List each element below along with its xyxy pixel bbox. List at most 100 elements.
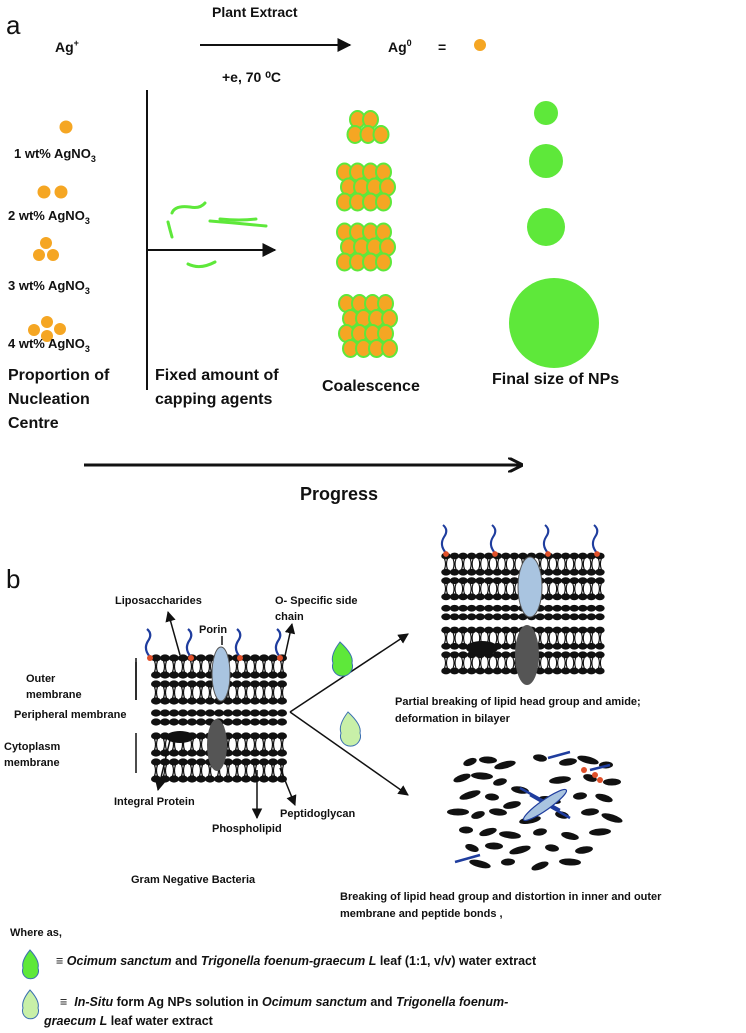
ag-zero-particle-icon — [474, 39, 486, 51]
lipid-tail — [189, 764, 195, 777]
lipid-fragment — [533, 828, 547, 836]
lipid-head — [484, 593, 494, 601]
lipid-tail — [153, 764, 159, 777]
lipid-fragment — [459, 790, 481, 800]
lipid-tail — [207, 686, 213, 699]
lipid-head — [250, 697, 260, 705]
lipid-head — [492, 604, 503, 612]
lipid-tail — [461, 558, 466, 570]
lipid-head — [196, 680, 206, 688]
lipid-head — [586, 651, 597, 659]
lipid-head — [449, 577, 460, 585]
lipid-head — [501, 552, 511, 560]
lipid-head — [160, 671, 170, 679]
lipid-tail — [243, 764, 249, 777]
lipid-head — [151, 718, 161, 726]
lps-chain — [440, 524, 448, 554]
lipid-head — [178, 671, 188, 679]
lipid-fragment — [559, 858, 581, 866]
lipid-head — [560, 604, 571, 612]
lipid-head — [552, 604, 562, 612]
lipid-head — [458, 577, 468, 585]
lipid-head — [475, 568, 485, 576]
lipid-head — [277, 718, 287, 726]
lipid-head — [268, 709, 278, 717]
lipid-head — [268, 718, 278, 726]
cytoplasm-membrane-label: Cytoplasm membrane — [4, 741, 63, 769]
lipid-tail — [597, 632, 602, 644]
lipid-head — [214, 709, 224, 717]
lipid-tail — [512, 583, 517, 595]
panel-a-label: a — [6, 10, 21, 40]
lipid-head — [169, 718, 179, 726]
lipid-head — [595, 568, 605, 576]
lipid-head — [187, 775, 197, 783]
lipid-tail — [503, 558, 508, 570]
lipid-fragment — [545, 844, 559, 852]
lipid-head — [151, 709, 161, 717]
lipid-fragment — [561, 832, 579, 840]
lipid-fragment — [555, 811, 569, 819]
lipid-head — [250, 732, 260, 740]
lipid-fragment — [469, 859, 491, 869]
lps-fragment — [589, 763, 611, 772]
lipid-head — [259, 749, 269, 757]
lipid-fragment — [575, 846, 593, 854]
lipid-tail — [589, 657, 594, 669]
lipid-tail — [252, 738, 258, 751]
lipid-head — [169, 758, 179, 766]
lipid-head — [277, 732, 287, 740]
lipid-head — [178, 697, 188, 705]
lps-head-fragment — [597, 777, 603, 783]
lipid-head — [543, 613, 554, 621]
lipid-tail — [495, 632, 500, 644]
lipid-head — [578, 667, 588, 675]
peripheral-membrane-label: Peripheral membrane — [14, 709, 127, 721]
lipid-head — [569, 651, 579, 659]
lipid-head — [169, 749, 179, 757]
lipid-tail — [153, 660, 159, 673]
lipid-head — [458, 642, 468, 650]
lipid-fragment — [479, 756, 497, 764]
lipid-head — [187, 718, 197, 726]
lipid-head — [535, 552, 545, 560]
lipid-head — [535, 667, 545, 675]
lps-fragment — [454, 853, 481, 864]
lps-chain — [144, 628, 152, 658]
lps-head-fragment — [592, 772, 598, 778]
lipid-fragment — [549, 776, 571, 784]
broken-porin — [522, 788, 568, 822]
lipid-head — [595, 593, 605, 601]
lipid-tail — [452, 657, 457, 669]
lipid-head — [475, 626, 485, 634]
breaking-label: Breaking of lipid head group and distort… — [340, 891, 665, 920]
lipid-tail — [597, 583, 602, 595]
lipid-head — [492, 667, 503, 675]
lipid-tail — [461, 657, 466, 669]
lipid-head — [441, 626, 451, 634]
lipid-head — [196, 732, 206, 740]
lipid-tail — [580, 583, 585, 595]
lipid-fragment — [603, 778, 621, 786]
lipid-head — [259, 654, 269, 662]
lipid-head — [160, 718, 170, 726]
lipid-fragment — [581, 808, 599, 816]
lipid-fragment — [459, 826, 473, 834]
lipid-tail — [270, 738, 276, 751]
lipid-tail — [443, 583, 449, 595]
final-np-4 — [509, 278, 599, 368]
lipid-head — [205, 654, 215, 662]
lipid-head — [250, 749, 260, 757]
bacterial-membrane-diagram — [135, 628, 287, 783]
lipid-head — [187, 680, 197, 688]
lipid-tail — [503, 657, 508, 669]
lipid-fragment — [489, 808, 507, 816]
lipid-fragment — [493, 778, 507, 786]
lipid-tail — [495, 657, 500, 669]
integral-protein-label: Integral Protein — [114, 796, 195, 808]
lipid-head — [268, 697, 278, 705]
lipid-fragment — [559, 758, 577, 766]
lipid-head — [543, 651, 554, 659]
lipid-fragment — [533, 754, 547, 762]
